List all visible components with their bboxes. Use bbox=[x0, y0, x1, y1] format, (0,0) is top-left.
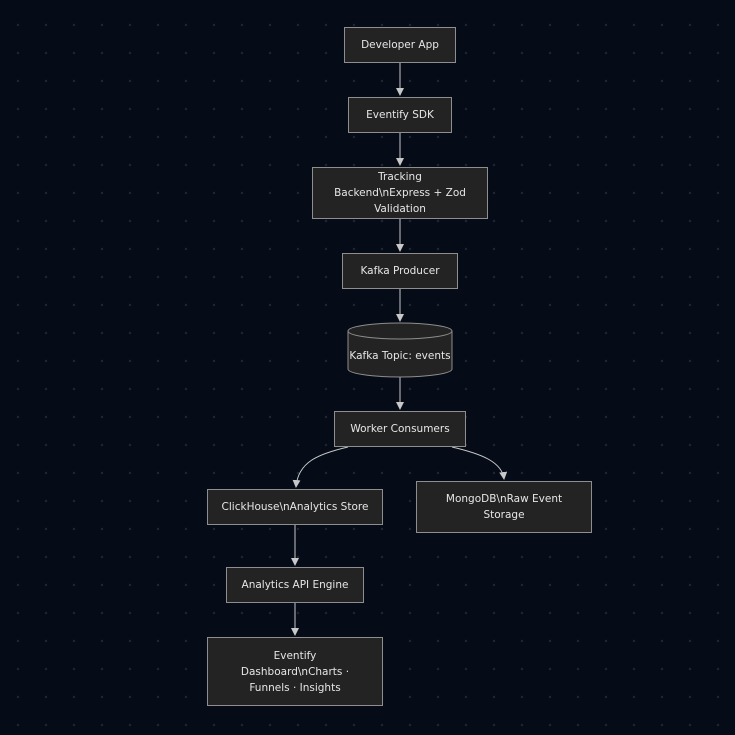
kafka-topic-cylinder bbox=[347, 322, 453, 378]
node-analytics-api-engine-label: Analytics API Engine bbox=[241, 579, 349, 591]
node-kafka-topic-label: Kafka Topic: events bbox=[349, 350, 451, 362]
edge-worker-consumers-to-mongodb bbox=[451, 446, 508, 480]
node-clickhouse[interactable]: ClickHouse\nAnalytics Store bbox=[207, 489, 383, 525]
node-clickhouse-label: ClickHouse\nAnalytics Store bbox=[221, 501, 369, 513]
node-kafka-producer[interactable]: Kafka Producer bbox=[342, 253, 458, 289]
node-eventify-dashboard-label: Eventify Dashboard\nCharts · Funnels · I… bbox=[240, 649, 350, 694]
node-mongodb-label: MongoDB\nRaw Event Storage bbox=[445, 493, 563, 521]
node-worker-consumers[interactable]: Worker Consumers bbox=[334, 411, 466, 447]
node-worker-consumers-label: Worker Consumers bbox=[350, 423, 450, 435]
node-tracking-backend[interactable]: Tracking Backend\nExpress + Zod Validati… bbox=[312, 167, 488, 219]
node-analytics-api-engine[interactable]: Analytics API Engine bbox=[226, 567, 364, 603]
node-eventify-sdk-label: Eventify SDK bbox=[366, 109, 434, 121]
node-developer-app-label: Developer App bbox=[361, 39, 439, 51]
node-developer-app[interactable]: Developer App bbox=[344, 27, 456, 63]
node-eventify-sdk[interactable]: Eventify SDK bbox=[348, 97, 452, 133]
node-tracking-backend-label: Tracking Backend\nExpress + Zod Validati… bbox=[334, 171, 466, 215]
node-kafka-topic[interactable]: Kafka Topic: events bbox=[348, 341, 452, 371]
node-eventify-dashboard[interactable]: Eventify Dashboard\nCharts · Funnels · I… bbox=[207, 637, 383, 706]
node-mongodb[interactable]: MongoDB\nRaw Event Storage bbox=[416, 481, 592, 533]
node-kafka-producer-label: Kafka Producer bbox=[360, 265, 440, 277]
edge-worker-consumers-to-clickhouse bbox=[292, 446, 349, 488]
